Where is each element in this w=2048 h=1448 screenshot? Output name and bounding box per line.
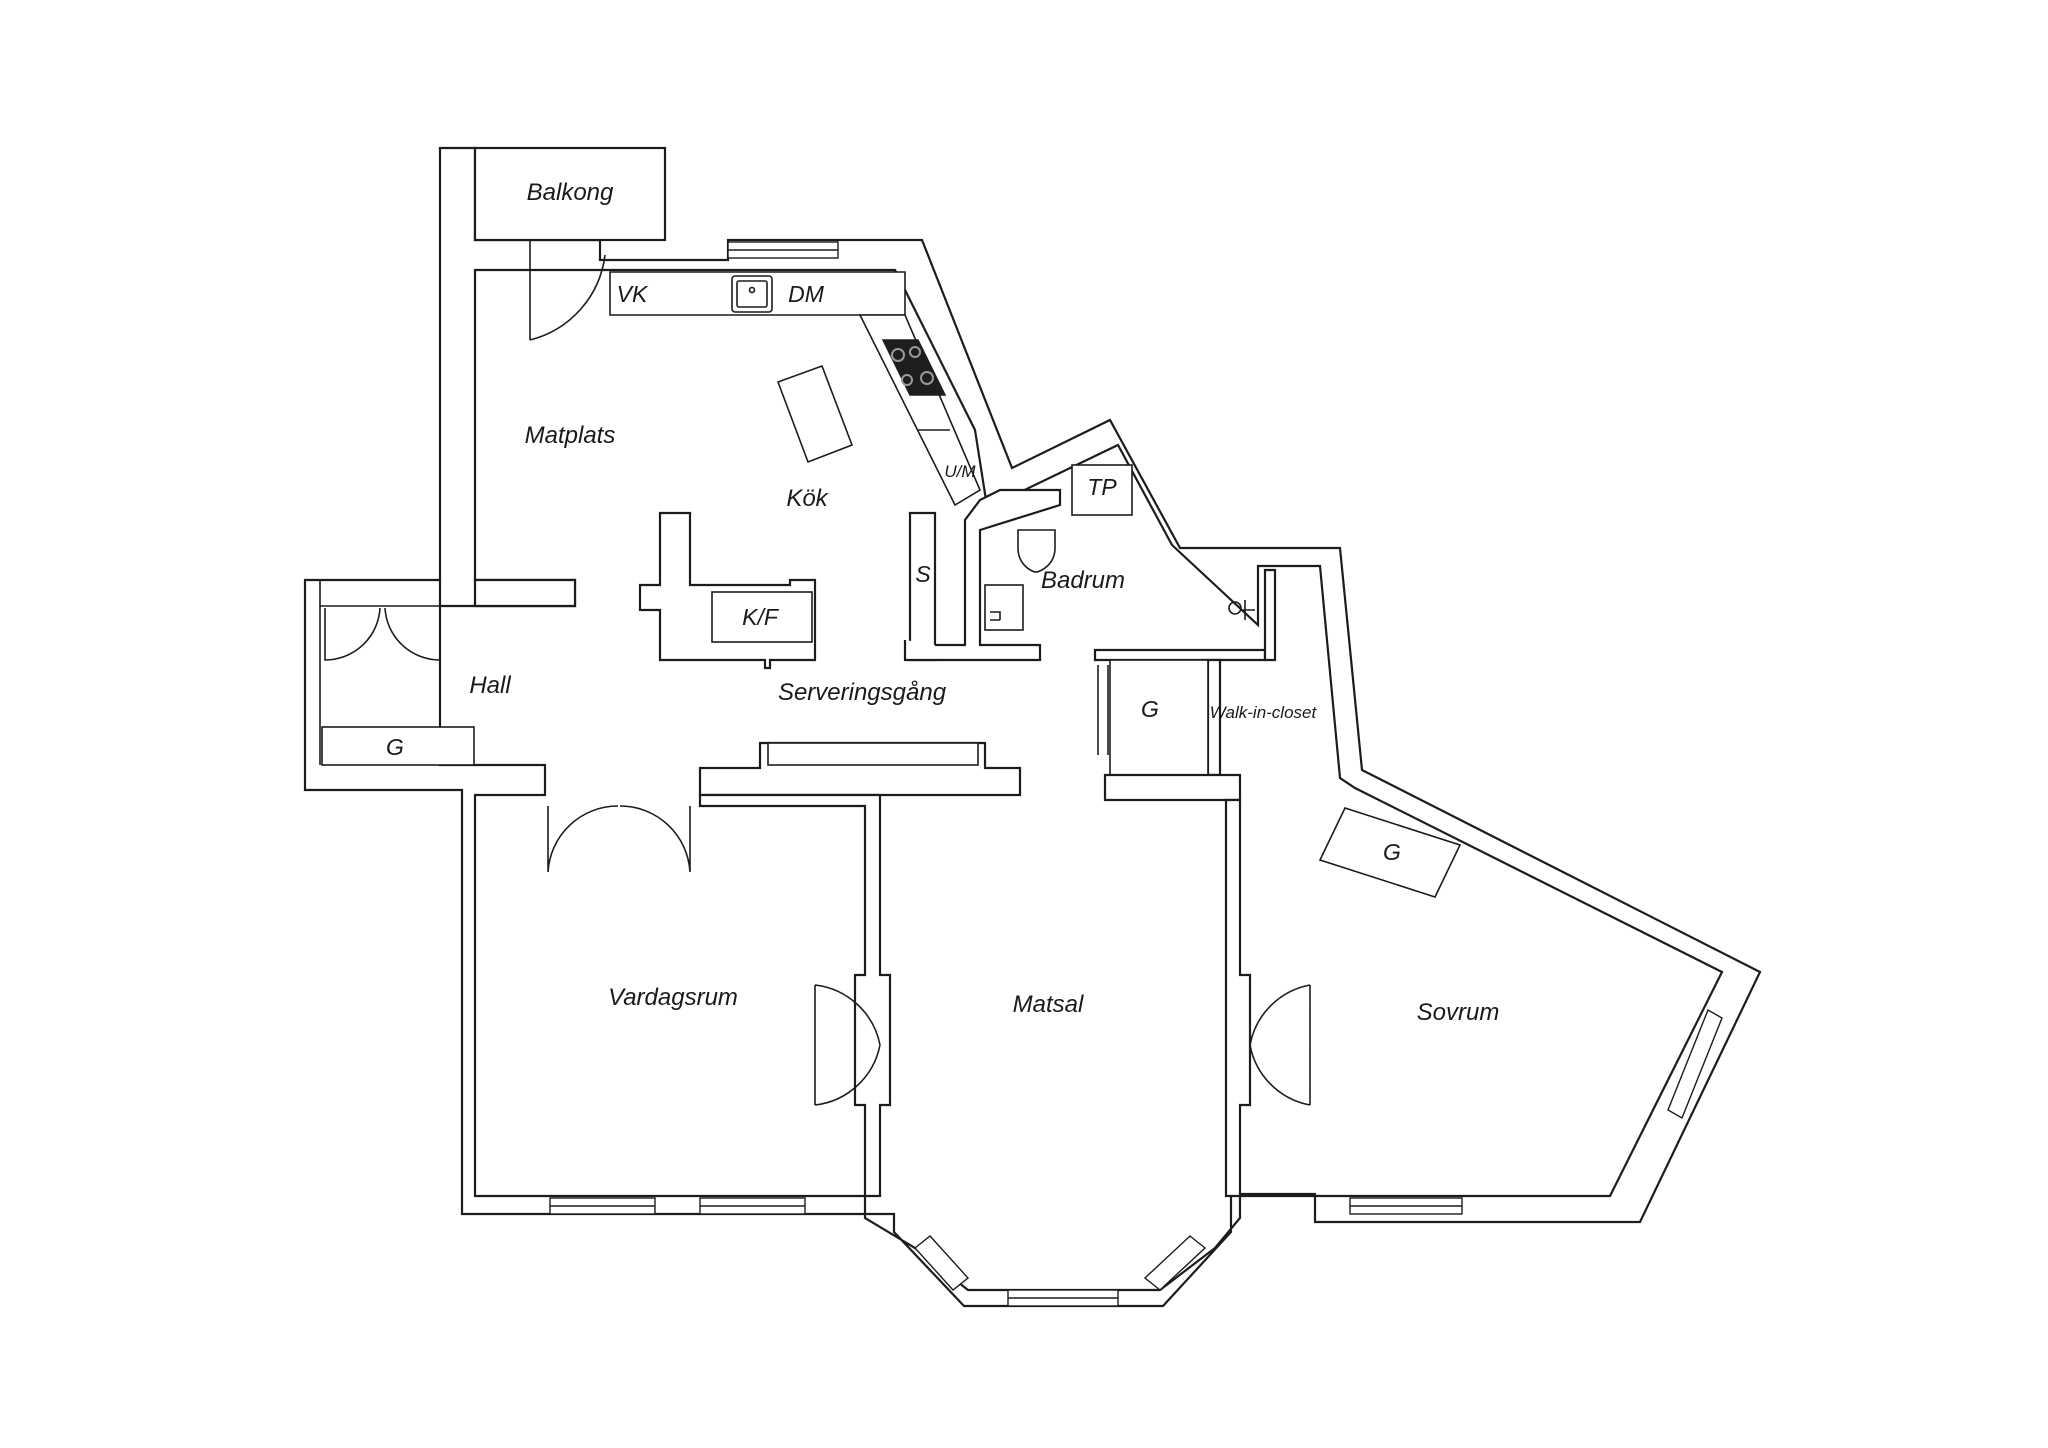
burner-icon	[920, 371, 934, 385]
toilet-icon	[1017, 529, 1056, 573]
basin-icon	[984, 584, 1024, 631]
door-dining-left	[814, 984, 881, 1106]
bedroom-wardrobe	[1318, 807, 1462, 898]
tp-cabinet	[1071, 464, 1133, 516]
bath-wall	[903, 488, 1062, 662]
burner-icon	[909, 346, 921, 358]
label-g-bedroom: G	[1383, 839, 1401, 865]
interior-wall	[1224, 798, 1252, 1198]
wardrobe	[1109, 659, 1209, 776]
room-label-matsal: Matsal	[1013, 991, 1084, 1018]
balcony	[473, 146, 667, 242]
servery-top	[767, 742, 979, 766]
door-living	[547, 805, 691, 873]
kf-fridge	[711, 591, 813, 643]
closet-wall	[1263, 568, 1277, 662]
outer-wall	[303, 146, 1762, 1308]
bath-wall-bottom	[1093, 648, 1267, 662]
label-um: U/M	[944, 462, 976, 481]
hall-wardrobe	[321, 726, 475, 766]
kitchen-counter-diagonal	[858, 314, 982, 507]
label-g-closet: G	[1141, 696, 1159, 722]
room-label-kok: Kök	[786, 485, 829, 512]
table-icon	[776, 364, 854, 464]
window-dining-left	[913, 1235, 970, 1291]
window-bedroom-right	[1667, 1008, 1723, 1120]
sink-inner	[736, 280, 768, 308]
room-label-walkin: Walk-in-closet	[1210, 703, 1318, 722]
stove-icon	[881, 339, 947, 396]
room-label-hall: Hall	[469, 672, 511, 699]
interior-wall	[473, 578, 577, 608]
burner-icon	[901, 374, 913, 386]
room-label-matplats: Matplats	[525, 422, 616, 449]
floor-drain-icon	[1228, 601, 1242, 615]
label-tp: TP	[1087, 474, 1117, 500]
tap-icon	[990, 611, 1001, 621]
kitchen-island	[638, 511, 817, 670]
label-kf: K/F	[742, 604, 780, 630]
room-label-badrum: Badrum	[1041, 567, 1125, 594]
room-label-serveringsgang: Serveringsgång	[778, 679, 947, 706]
sink-drain	[748, 286, 756, 294]
room-label-balkong: Balkong	[527, 179, 614, 206]
door-balcony	[529, 240, 606, 341]
label-g-hall: G	[386, 734, 404, 760]
window-dining-right	[1143, 1235, 1207, 1291]
hall-inner-outline	[319, 580, 440, 607]
room-label-sovrum: Sovrum	[1417, 999, 1500, 1026]
sink-icon	[731, 275, 773, 313]
burner-icon	[891, 348, 905, 362]
label-s: S	[915, 561, 931, 587]
label-dm: DM	[788, 281, 825, 307]
interior-wall	[698, 793, 892, 1198]
shower-icon	[1240, 600, 1255, 620]
label-vk: VK	[617, 281, 649, 307]
room-label-vardagsrum: Vardagsrum	[608, 984, 738, 1011]
door-entrance	[324, 607, 441, 661]
door-dining-right	[1249, 984, 1311, 1106]
interior-wall	[1103, 773, 1242, 802]
